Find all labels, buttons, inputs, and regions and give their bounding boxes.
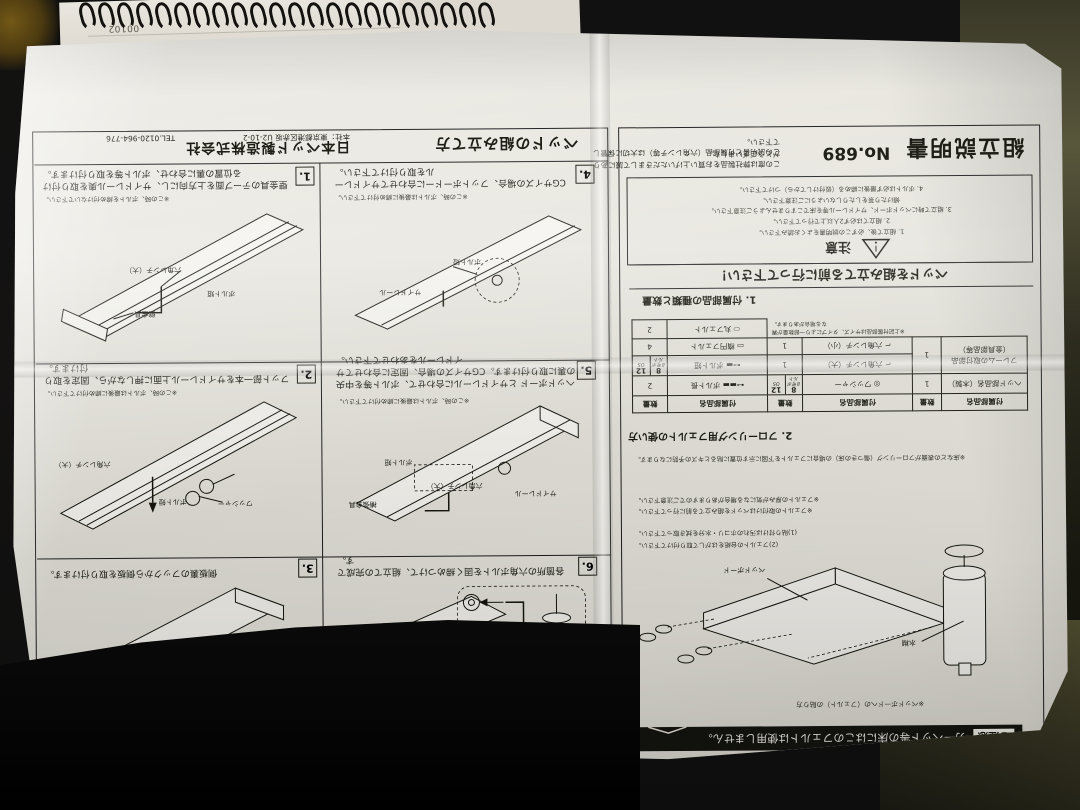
spiral-binding-icon: /* rings drawn below */ xyxy=(76,0,500,32)
